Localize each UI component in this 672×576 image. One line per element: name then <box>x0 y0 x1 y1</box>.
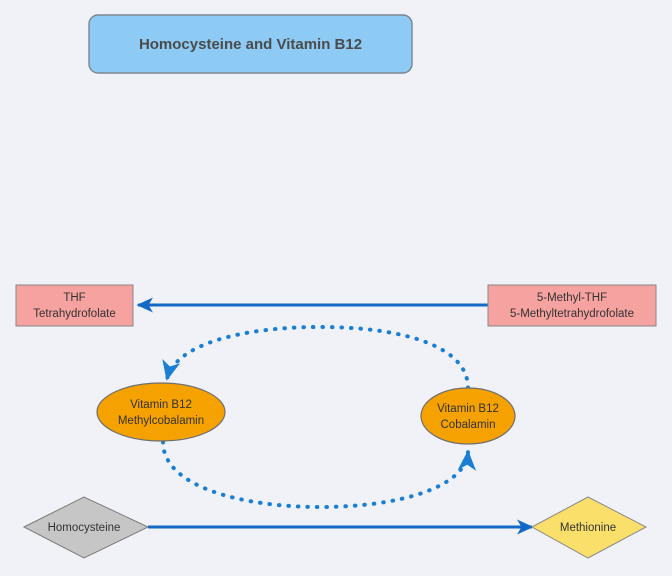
node-homocysteine[interactable]: Homocysteine <box>22 496 150 559</box>
edge-methylcobalamin-to-cobalamin <box>161 440 477 510</box>
node-thf-label-line-2: Tetrahydrofolate <box>33 308 115 320</box>
node-thf[interactable]: THF Tetrahydrofolate <box>15 284 134 327</box>
node-methionine-shape[interactable] <box>530 496 648 559</box>
node-homocysteine-shape[interactable] <box>22 496 150 559</box>
node-five-methyl-thf-label-line-2: 5-Methyltetrahydrofolate <box>510 308 634 320</box>
edge-methylcobalamin-to-cobalamin-line <box>161 440 477 510</box>
node-thf-shape[interactable] <box>15 284 134 327</box>
edge-cobalamin-to-methylcobalamin <box>162 324 470 390</box>
node-methylcobalamin-label-line-1: Vitamin B12 <box>130 399 192 411</box>
node-cobalamin-label-line-1: Vitamin B12 <box>437 403 499 415</box>
diagram-title: Homocysteine and Vitamin B12 <box>88 14 413 74</box>
node-cobalamin-shape[interactable] <box>420 387 516 445</box>
node-five-methyl-thf-shape[interactable] <box>487 284 657 327</box>
title-text: Homocysteine and Vitamin B12 <box>139 36 362 53</box>
node-methylcobalamin-shape[interactable] <box>96 382 226 442</box>
node-five-methyl-thf[interactable]: 5-Methyl-THF 5-Methyltetrahydrofolate <box>487 284 657 327</box>
node-methylcobalamin-label-line-2: Methylcobalamin <box>118 415 204 427</box>
edge-cobalamin-to-methylcobalamin-line <box>162 324 470 390</box>
node-methionine-label: Methionine <box>560 522 616 534</box>
node-cobalamin[interactable]: Vitamin B12 Cobalamin <box>420 387 516 445</box>
node-methionine[interactable]: Methionine <box>530 496 648 559</box>
node-thf-label-line-1: THF <box>63 292 85 304</box>
title-box <box>88 14 413 74</box>
node-homocysteine-label: Homocysteine <box>48 522 121 534</box>
node-cobalamin-label-line-2: Cobalamin <box>441 419 496 431</box>
node-methylcobalamin[interactable]: Vitamin B12 Methylcobalamin <box>96 382 226 442</box>
node-five-methyl-thf-label-line-1: 5-Methyl-THF <box>537 292 607 304</box>
